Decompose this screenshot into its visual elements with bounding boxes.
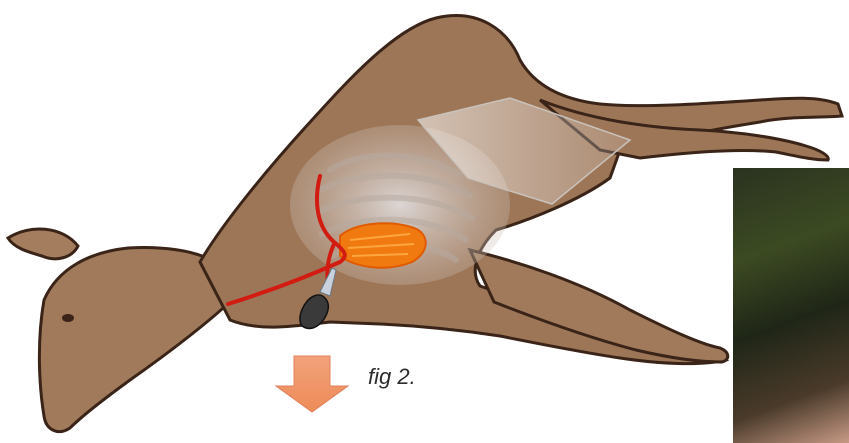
deer-eye: [62, 314, 74, 322]
figure-caption: fig 2.: [368, 364, 416, 390]
deer-ear: [8, 229, 78, 259]
downward-arrow-icon: [276, 356, 348, 412]
field-dressing-photo: [733, 168, 849, 443]
